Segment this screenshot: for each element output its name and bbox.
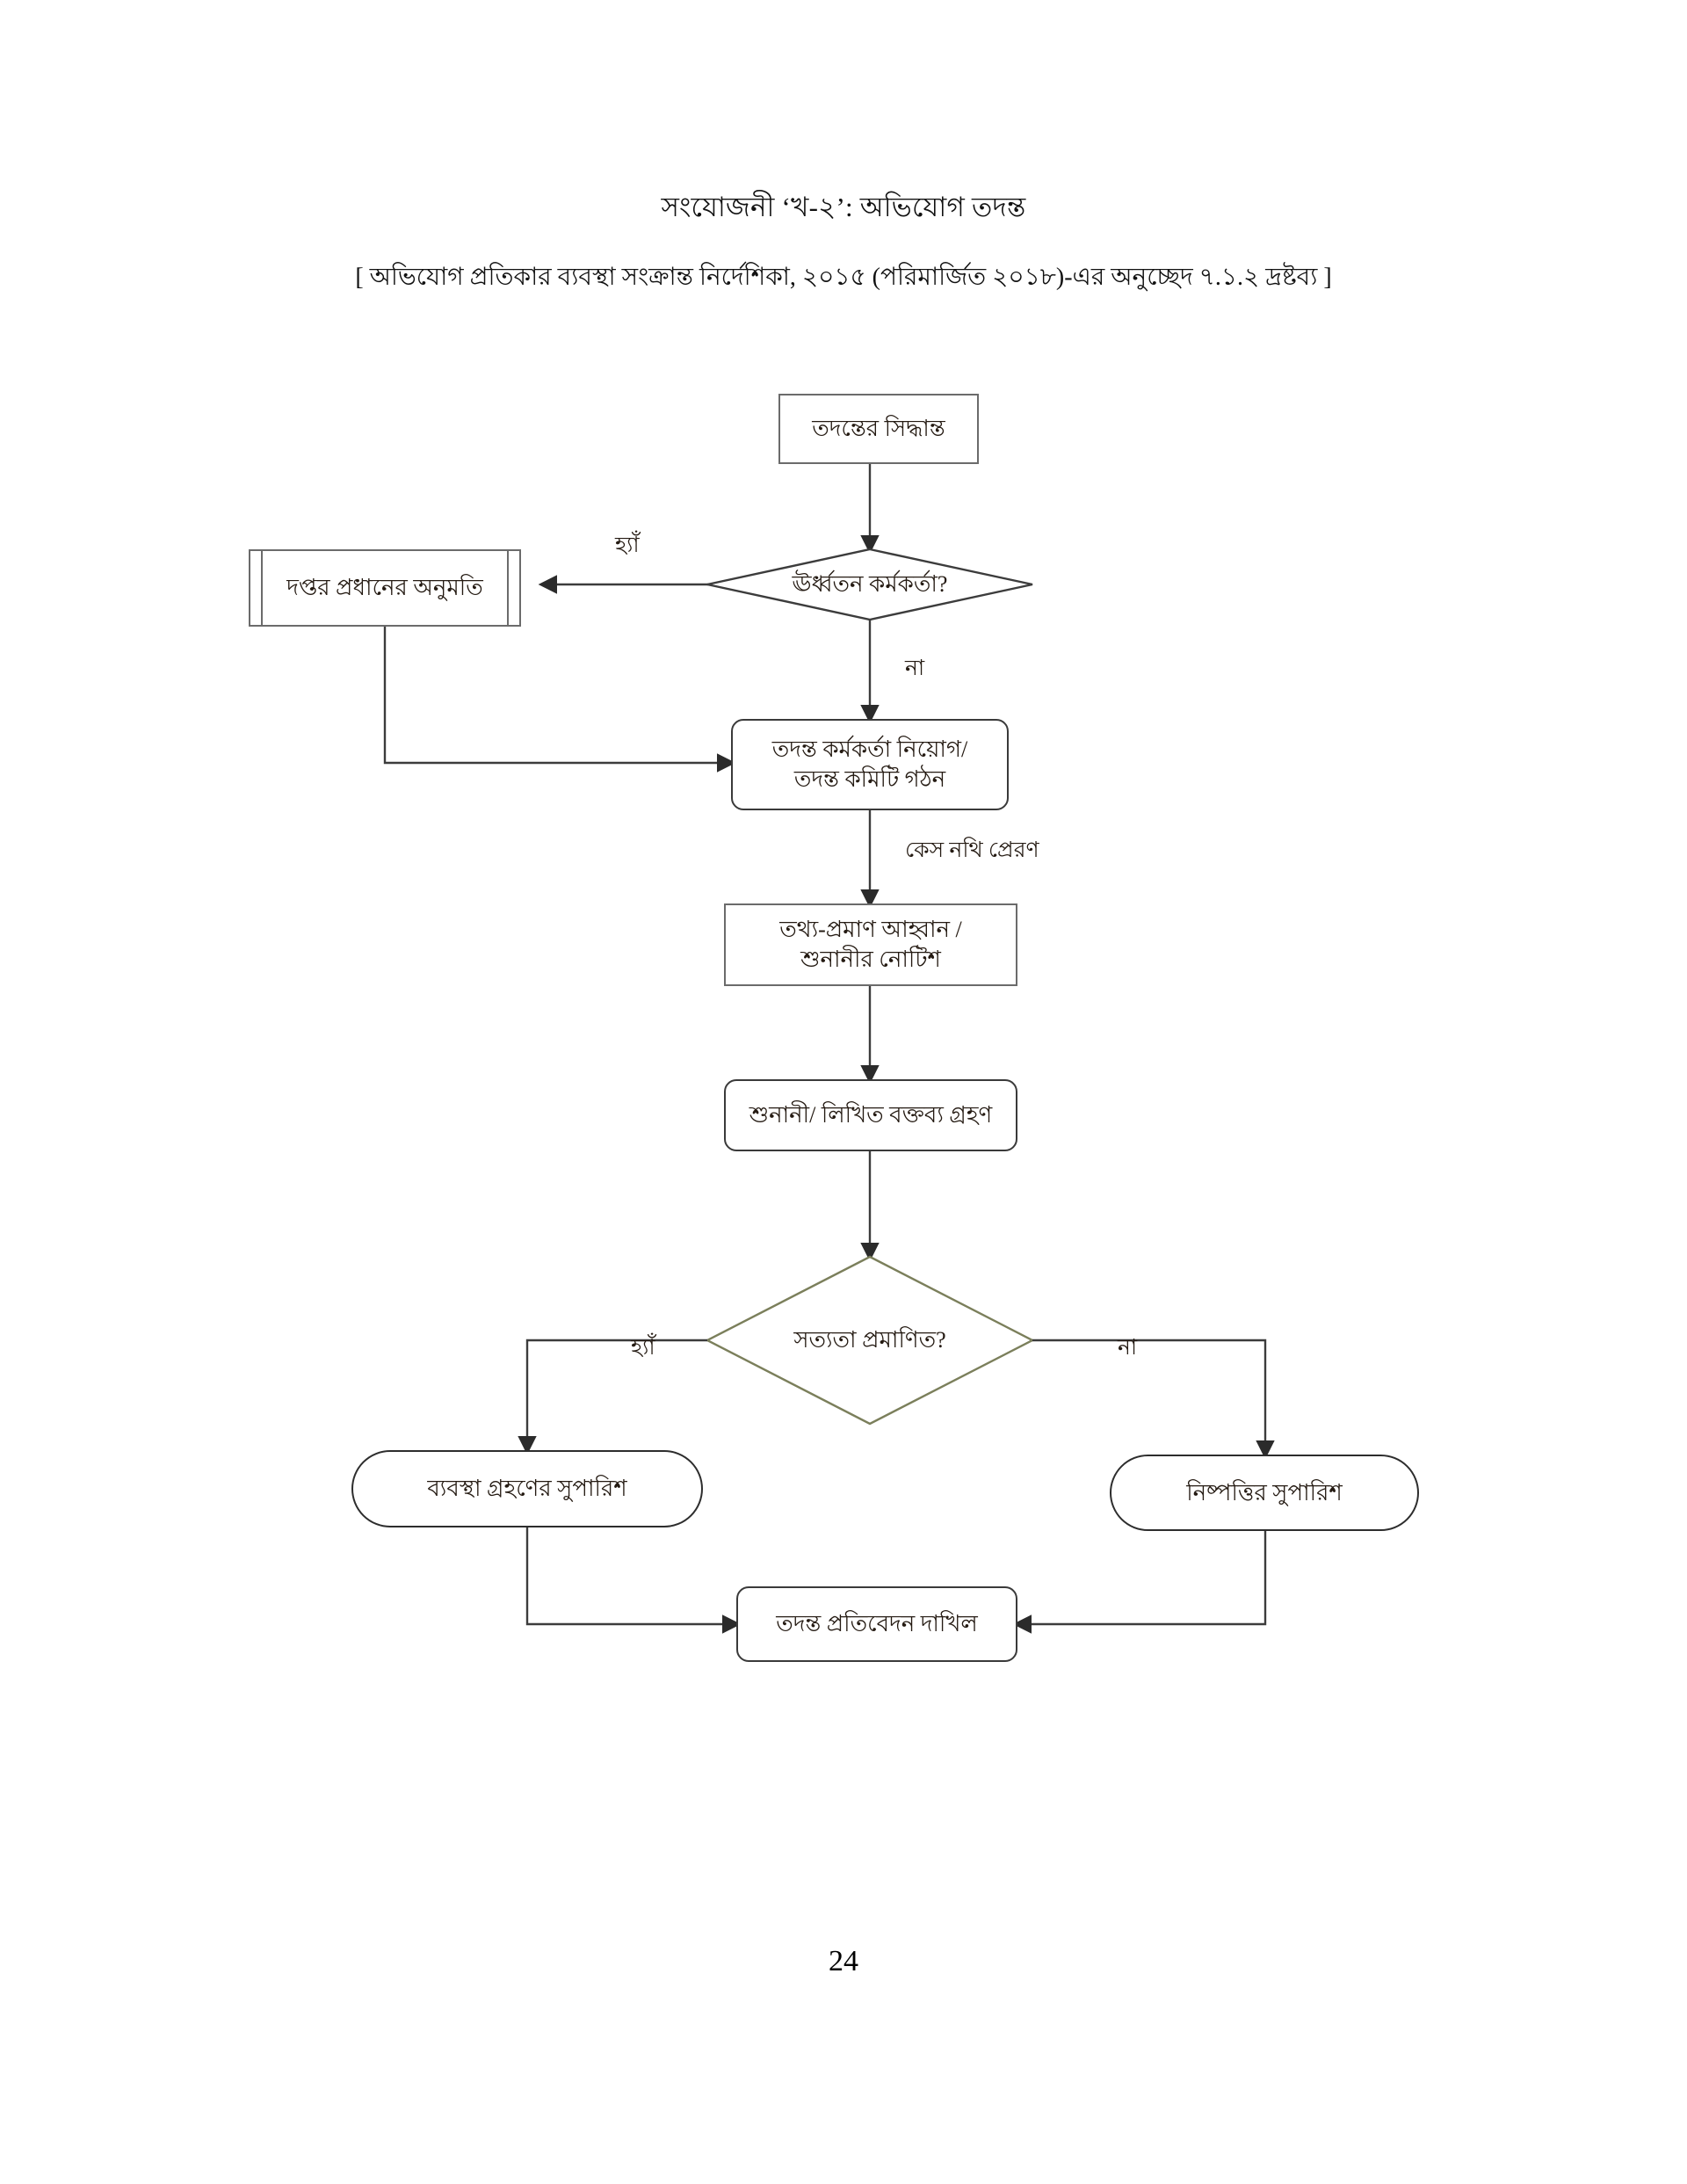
node-label: তদন্তের সিদ্ধান্ত — [812, 416, 945, 441]
node-label-line-2: তদন্ত কমিটি গঠন — [793, 766, 946, 792]
edge-permission-to-appoint — [383, 627, 736, 773]
node-head-of-office-permission[interactable]: দপ্তর প্রধানের অনুমতি — [249, 549, 521, 627]
edge-action-to-report — [525, 1527, 742, 1634]
node-label: ব্যবস্থা গ্রহণের সুপারিশ — [427, 1476, 627, 1501]
edge-label-case-file-transfer: কেস নথি প্রেরণ — [905, 838, 1039, 862]
edge-label-no-upper: না — [905, 657, 925, 680]
edge-label-yes-upper: হ্যাঁ — [615, 533, 640, 557]
node-label: নিষ্পত্তির সুপারিশ — [1186, 1479, 1343, 1506]
edge-label-no-lower: না — [1118, 1336, 1138, 1360]
node-label-line-1: তথ্য-প্রমাণ আহ্বান / — [779, 917, 962, 942]
node-label: শুনানী/ লিখিত বক্তব্য গ্রহণ — [749, 1102, 993, 1128]
edge-settle-to-report — [1012, 1531, 1267, 1634]
page-title: সংযোজনী ‘খ-২’: অভিযোগ তদন্ত — [661, 192, 1026, 222]
node-recommend-action[interactable]: ব্যবস্থা গ্রহণের সুপারিশ — [351, 1450, 703, 1527]
node-hearing-written-statement[interactable]: শুনানী/ লিখিত বক্তব্য গ্রহণ — [724, 1079, 1017, 1151]
edge-label-yes-lower: হ্যাঁ — [631, 1336, 655, 1360]
node-recommend-settlement[interactable]: নিষ্পত্তির সুপারিশ — [1110, 1455, 1419, 1531]
node-evidence-call-hearing-notice[interactable]: তথ্য-প্রমাণ আহ্বান / শুনানীর নোটিশ — [724, 903, 1017, 986]
node-label: তদন্ত প্রতিবেদন দাখিল — [776, 1611, 978, 1636]
node-investigation-decision[interactable]: তদন্তের সিদ্ধান্ত — [778, 394, 979, 464]
edge-proved-yes — [518, 1339, 707, 1455]
page-number: 24 — [829, 1945, 858, 1977]
edge-proved-no — [1032, 1339, 1275, 1460]
page-subtitle: [ অভিযোগ প্রতিকার ব্যবস্থা সংক্রান্ত নির… — [355, 264, 1332, 291]
node-submit-investigation-report[interactable]: তদন্ত প্রতিবেদন দাখিল — [736, 1586, 1017, 1662]
node-appoint-investigating-officer[interactable]: তদন্ত কর্মকর্তা নিয়োগ/ তদন্ত কমিটি গঠন — [731, 719, 1009, 810]
decision-proved-shape — [705, 1255, 1035, 1426]
node-label-line-2: শুনানীর নোটিশ — [800, 947, 941, 972]
node-label-line-1: তদন্ত কর্মকর্তা নিয়োগ/ — [771, 736, 968, 762]
decision-superior-shape — [706, 548, 1033, 621]
node-label: দপ্তর প্রধানের অনুমতি — [286, 575, 483, 600]
